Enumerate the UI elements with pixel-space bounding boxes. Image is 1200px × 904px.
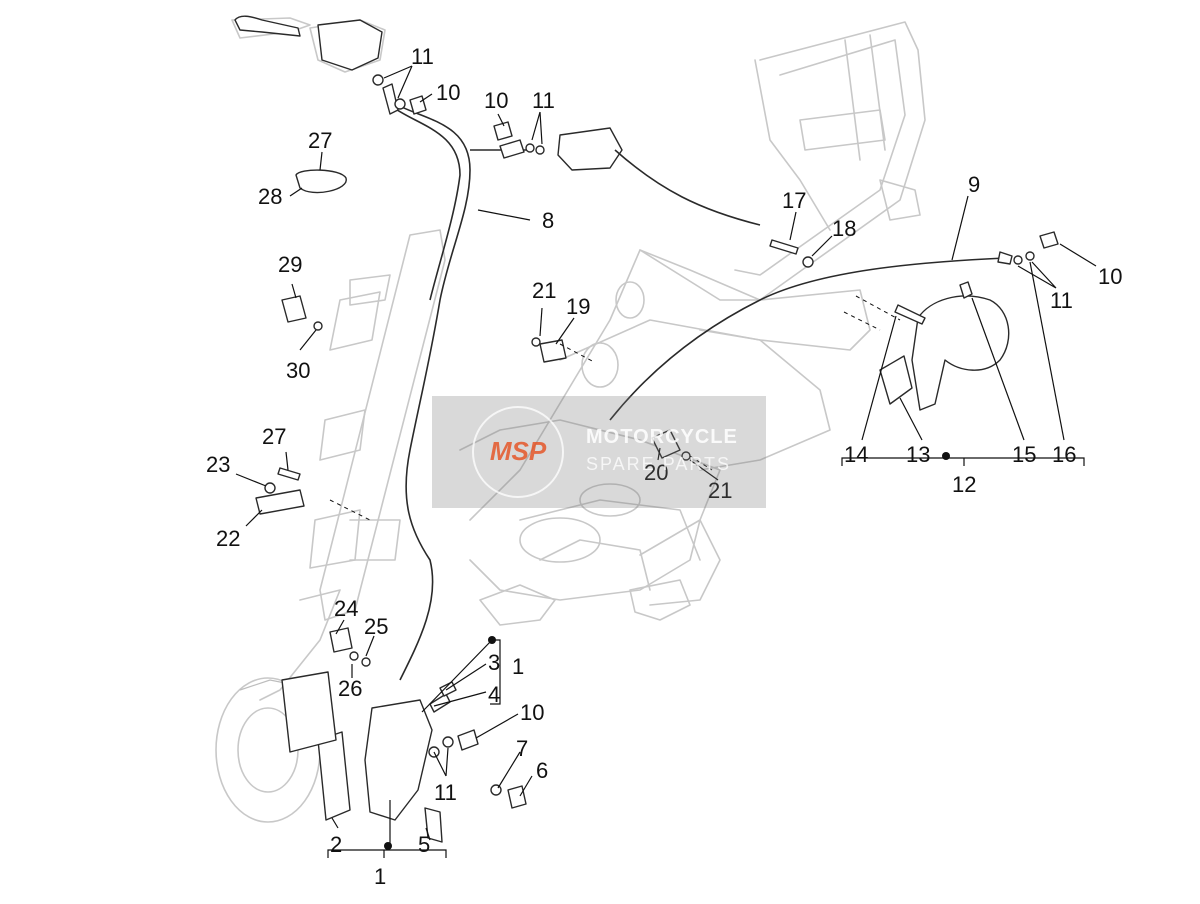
callout-3: 3: [488, 650, 500, 675]
callout-13: 13: [906, 442, 930, 467]
callout-23: 23: [206, 452, 230, 477]
callout-19: 19: [566, 294, 590, 319]
callout-6: 6: [536, 758, 548, 783]
callout-26: 26: [338, 676, 362, 701]
callout-10: 10: [1098, 264, 1122, 289]
group-markers: [384, 452, 950, 850]
clamp-19: [539, 339, 567, 363]
callout-12: 12: [952, 472, 976, 497]
watermark-logo-text: MSP: [489, 436, 547, 466]
callout-9: 9: [968, 172, 980, 197]
rear-caliper: [911, 295, 1010, 411]
front-brake-pad-2: [317, 731, 351, 821]
callout-8: 8: [542, 208, 554, 233]
leader-lines: [235, 65, 1097, 858]
callout-labels: 11 10 10 11 27 28 8 9 17 18 10 11 29 30 …: [206, 44, 1122, 889]
callout-10: 10: [520, 700, 544, 725]
front-caliper: [364, 699, 433, 821]
watermark-logo: MSP: [472, 406, 564, 498]
hose-clamp-29: [281, 295, 307, 323]
callout-14: 14: [844, 442, 868, 467]
callout-18: 18: [832, 216, 856, 241]
front-brake-hose: [387, 99, 471, 681]
callout-4: 4: [488, 682, 500, 707]
callout-2: 2: [330, 832, 342, 857]
callout-21: 21: [708, 478, 732, 503]
callout-11: 11: [532, 88, 555, 113]
callout-10: 10: [436, 80, 460, 105]
front-brake-lever: [234, 15, 301, 37]
clamp-24: [329, 627, 353, 653]
rear-brake-pad-13: [879, 355, 913, 405]
callout-5: 5: [418, 832, 430, 857]
callout-27: 27: [262, 424, 286, 449]
clip-ring-28: [295, 169, 347, 194]
callout-28: 28: [258, 184, 282, 209]
callout-20: 20: [644, 460, 668, 485]
callout-22: 22: [216, 526, 240, 551]
front-master-cylinder: [317, 19, 383, 71]
parts-layer: [234, 15, 1059, 843]
callout-27: 27: [308, 128, 332, 153]
rear-brake-hose: [609, 257, 1006, 421]
watermark-subtitle: SPARE PARTS: [586, 454, 732, 474]
rear-master-cylinder: [557, 127, 623, 171]
frame-ghost: [215, 17, 926, 823]
callout-1: 1: [374, 864, 386, 889]
callout-21: 21: [532, 278, 556, 303]
callout-15: 15: [1012, 442, 1036, 467]
callout-10: 10: [484, 88, 508, 113]
callout-29: 29: [278, 252, 302, 277]
callout-11: 11: [411, 44, 434, 69]
watermark: MSP MOTORCYCLE SPARE PARTS: [432, 396, 766, 508]
callout-1: 1: [512, 654, 524, 679]
callout-25: 25: [364, 614, 388, 639]
callout-16: 16: [1052, 442, 1076, 467]
callout-30: 30: [286, 358, 310, 383]
callout-7: 7: [516, 736, 528, 761]
bracket-22: [255, 489, 305, 515]
watermark-title: MOTORCYCLE: [586, 426, 738, 448]
callout-11: 11: [1050, 288, 1073, 313]
bolt-17: [769, 239, 799, 255]
callout-11: 11: [434, 780, 457, 805]
callout-17: 17: [782, 188, 806, 213]
callout-24: 24: [334, 596, 358, 621]
